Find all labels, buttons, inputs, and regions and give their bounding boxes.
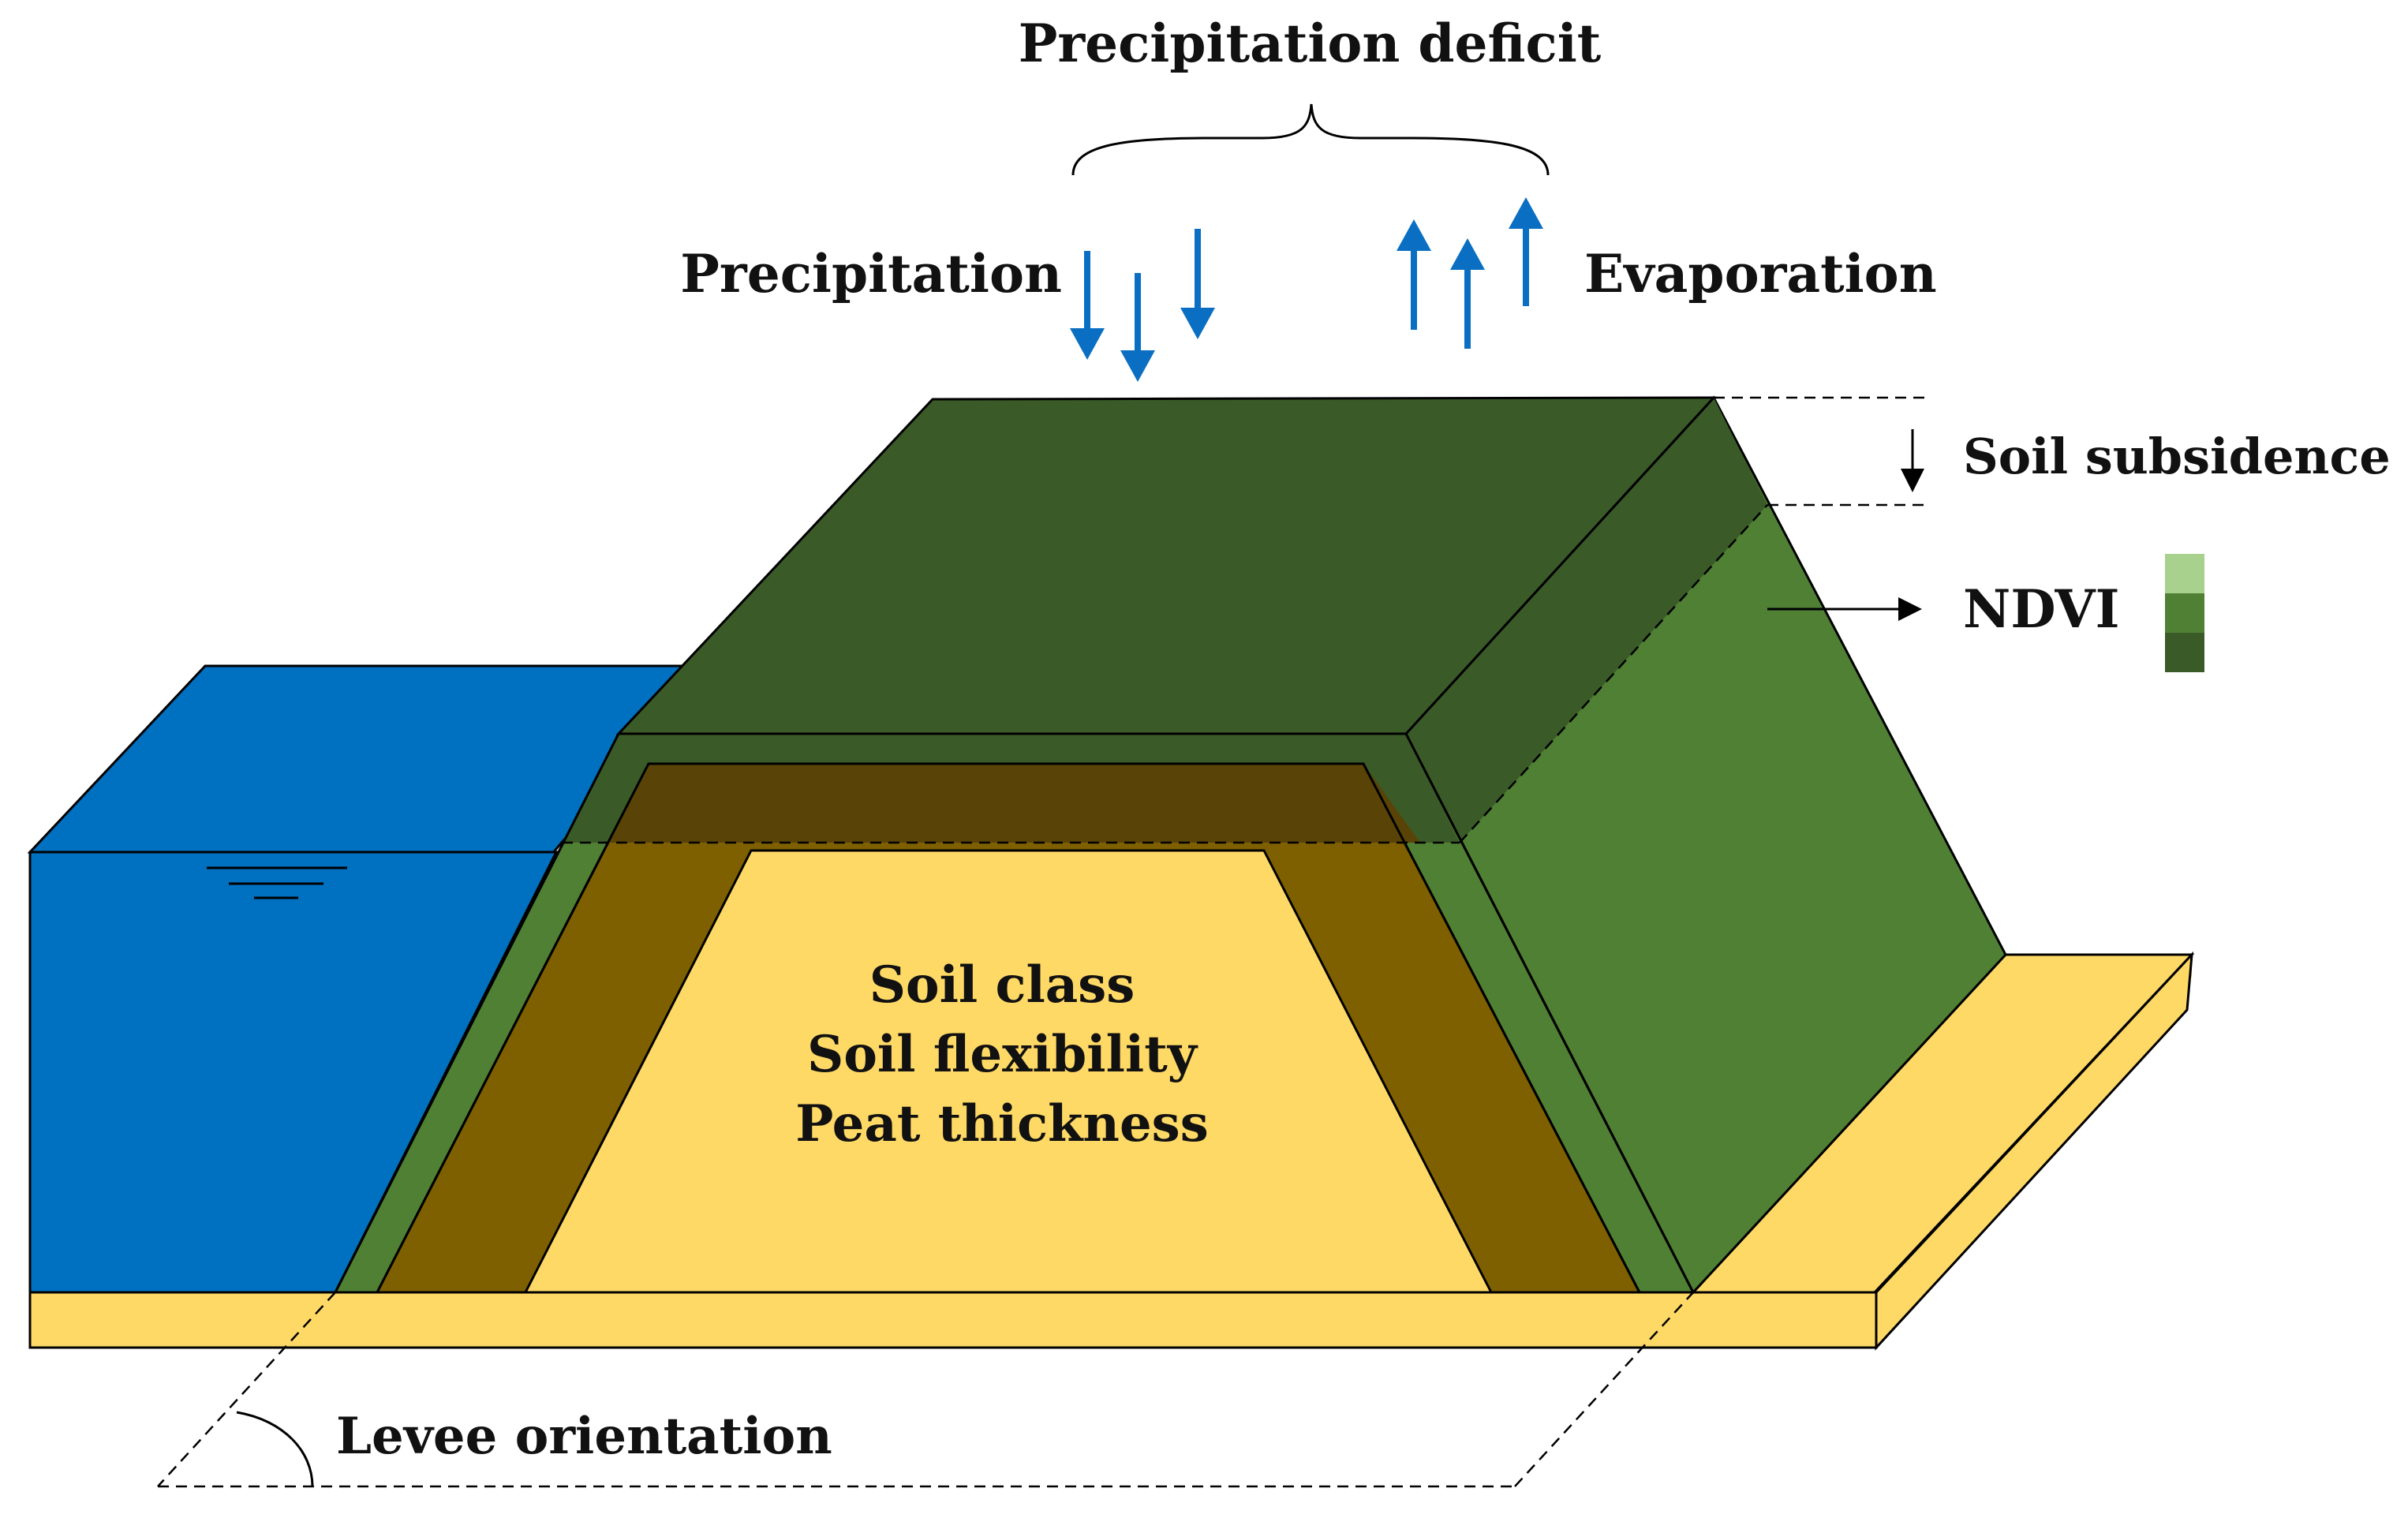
ground-slab (28, 951, 2195, 1351)
brace-icon (1071, 103, 1550, 176)
precipitation-deficit-label: Precipitation deficit (1019, 13, 1602, 74)
up-arrow-icon (1397, 197, 1543, 349)
soil-subsidence-label: Soil subsidence (1963, 428, 2391, 485)
angle-arc-icon (236, 1411, 314, 1487)
levee-right-slope-subsided (1406, 398, 1767, 843)
down-arrow-icon (1070, 229, 1215, 382)
soil-flexibility-label: Soil flexibility (807, 1025, 1198, 1084)
evaporation-label: Evaporation (1584, 243, 1937, 305)
water-level-icon (207, 866, 347, 899)
precipitation-label: Precipitation (680, 243, 1062, 305)
slab-side (1875, 951, 2193, 1351)
levee (333, 395, 2007, 1295)
ndvi-label: NDVI (1963, 578, 2119, 640)
slab-front (28, 1291, 1878, 1349)
levee-orientation-outline (157, 1292, 1694, 1488)
peat-layer-subsided (609, 764, 1420, 843)
levee-orientation-label: Levee orientation (336, 1407, 832, 1466)
color-scale-icon (2165, 554, 2204, 672)
subsidence-lines (562, 396, 1928, 844)
peat-thickness-label: Peat thickness (795, 1094, 1208, 1153)
soil-class-label: Soil class (869, 955, 1135, 1015)
soil-core (523, 849, 1494, 1294)
